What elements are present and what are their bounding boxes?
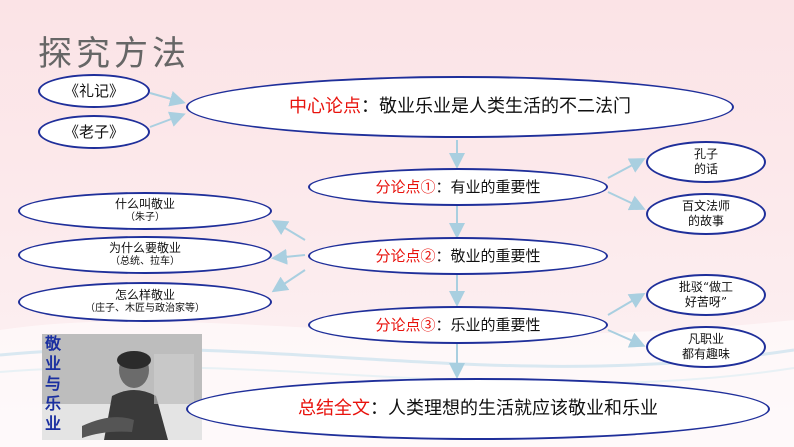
left-item-why-note: （总统、拉车） [110,256,180,268]
source-laozi: 《老子》 [38,115,150,149]
sub-point-1: 分论点①：有业的重要性 [308,168,608,206]
portrait-caption-char: 业 [44,354,61,373]
conclusion-label: 总结全文 [298,397,370,419]
sub-point-2-label: 分论点② [375,246,436,265]
left-item-how-note: （庄子、木匠与政治家等） [85,303,205,315]
right-item-baiwen-line2: 的故事 [687,214,724,228]
left-item-what: 什么叫敬业 （朱子） [18,192,272,230]
arrow-point2-to-why [271,248,306,265]
central-thesis: 中心论点：敬业乐业是人类生活的不二法门 [186,76,734,138]
source-liji-label: 《礼记》 [63,81,124,100]
left-item-how-title: 怎么样敬业 [114,288,175,303]
portrait-caption: 敬 业 与 乐 业 [42,334,64,434]
right-item-kongzi-line2: 的话 [693,162,718,176]
central-thesis-text: 敬业乐业是人类生活的不二法门 [379,95,631,117]
right-item-kongzi-line1: 孔子 [693,147,718,161]
conclusion-sep: ： [370,397,388,419]
sub-point-3-label: 分论点③ [375,315,436,334]
portrait-photo [42,334,202,440]
arrow-point3-to-rebut [607,292,646,316]
sub-point-1-sep: ： [435,177,451,196]
sub-point-1-text: 有业的重要性 [450,177,541,196]
portrait-caption-char: 乐 [44,394,61,413]
right-item-baiwen: 百文法师 的故事 [646,193,766,235]
sub-point-1-label: 分论点① [375,177,436,196]
sub-point-3: 分论点③：乐业的重要性 [308,306,608,344]
conclusion-text: 人类理想的生活就应该敬业和乐业 [388,397,658,419]
arrow-point2-to-how [271,269,306,293]
sub-point-3-sep: ： [435,315,451,334]
sub-point-2-text: 敬业的重要性 [450,246,541,265]
conclusion: 总结全文：人类理想的生活就应该敬业和乐业 [186,378,770,440]
source-laozi-label: 《老子》 [63,122,124,141]
right-item-fun-line1: 凡职业 [687,332,724,346]
portrait-figure [42,334,202,440]
right-item-rebut-line2: 好苦呀” [684,295,728,309]
left-item-what-note: （朱子） [125,212,165,224]
sub-point-2-sep: ： [435,246,451,265]
right-item-rebut: 批驳“做工 好苦呀” [646,274,766,316]
source-liji: 《礼记》 [38,74,150,108]
right-item-kongzi: 孔子 的话 [646,141,766,183]
arrow-laozi-to-center [149,111,186,128]
arrow-point1-to-baiwen [607,191,646,211]
portrait-caption-char: 与 [44,374,61,393]
right-item-fun-line2: 都有趣味 [681,347,730,361]
right-item-rebut-line1: 批驳“做工 [678,280,734,294]
sub-point-3-text: 乐业的重要性 [450,315,541,334]
right-item-baiwen-line1: 百文法师 [681,199,730,213]
portrait-caption-char: 敬 [44,334,61,353]
arrow-point2-to-what [271,219,306,241]
left-item-why-title: 为什么要敬业 [108,241,181,256]
arrow-point1-to-kongzi [607,158,646,179]
central-thesis-label: 中心论点 [289,95,361,117]
portrait-caption-char: 业 [44,414,61,433]
sub-point-2: 分论点②：敬业的重要性 [308,237,608,275]
arrow-point3-to-fun [607,329,646,348]
central-thesis-sep: ： [361,95,379,117]
page-title: 探究方法 [38,34,190,74]
right-item-fun: 凡职业 都有趣味 [646,326,766,368]
left-item-how: 怎么样敬业 （庄子、木匠与政治家等） [18,282,272,322]
arrow-liji-to-center [149,91,186,107]
left-item-why: 为什么要敬业 （总统、拉车） [18,236,272,274]
left-item-what-title: 什么叫敬业 [114,197,175,212]
